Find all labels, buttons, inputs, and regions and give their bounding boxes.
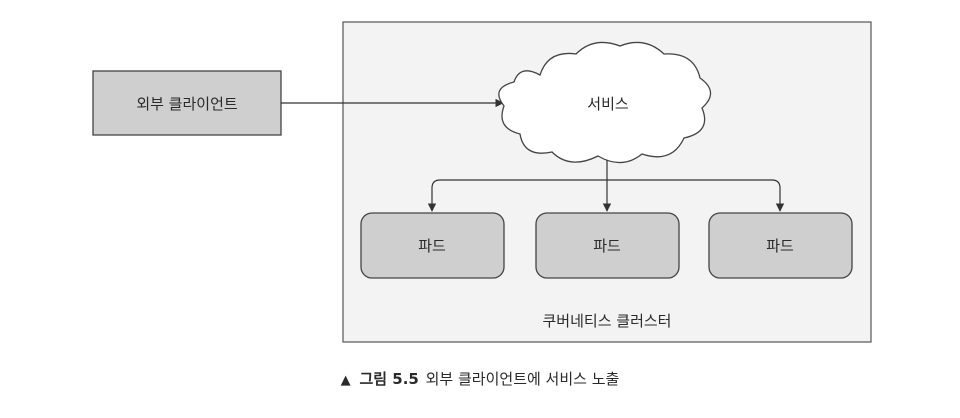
cluster-label: 쿠버네티스 클러스터 xyxy=(543,312,672,330)
pod-right: 파드 xyxy=(708,212,853,279)
caption-triangle-icon: ▲ xyxy=(340,373,351,388)
service-label: 서비스 xyxy=(587,95,629,113)
pod-label: 파드 xyxy=(593,237,621,255)
service-to-left-pod-arrow xyxy=(427,179,607,212)
service-to-right-pod-arrow xyxy=(607,179,785,212)
external-client-label: 외부 클라이언트 xyxy=(136,95,238,113)
pod-box xyxy=(535,212,680,279)
pod-label: 파드 xyxy=(766,237,794,255)
pod-box xyxy=(360,212,505,279)
service-cloud xyxy=(498,41,712,164)
pod-middle: 파드 xyxy=(535,212,680,279)
pod-left: 파드 xyxy=(360,212,505,279)
pod-label: 파드 xyxy=(418,237,446,255)
pod-box xyxy=(708,212,853,279)
service-to-pods-connectors xyxy=(427,160,785,212)
external-client-box xyxy=(92,70,282,136)
figure-number: 그림 5.5 xyxy=(359,370,419,388)
caption-text: 외부 클라이언트에 서비스 노출 xyxy=(425,370,620,388)
figure-caption: ▲ 그림 5.5 외부 클라이언트에 서비스 노출 xyxy=(0,368,960,389)
